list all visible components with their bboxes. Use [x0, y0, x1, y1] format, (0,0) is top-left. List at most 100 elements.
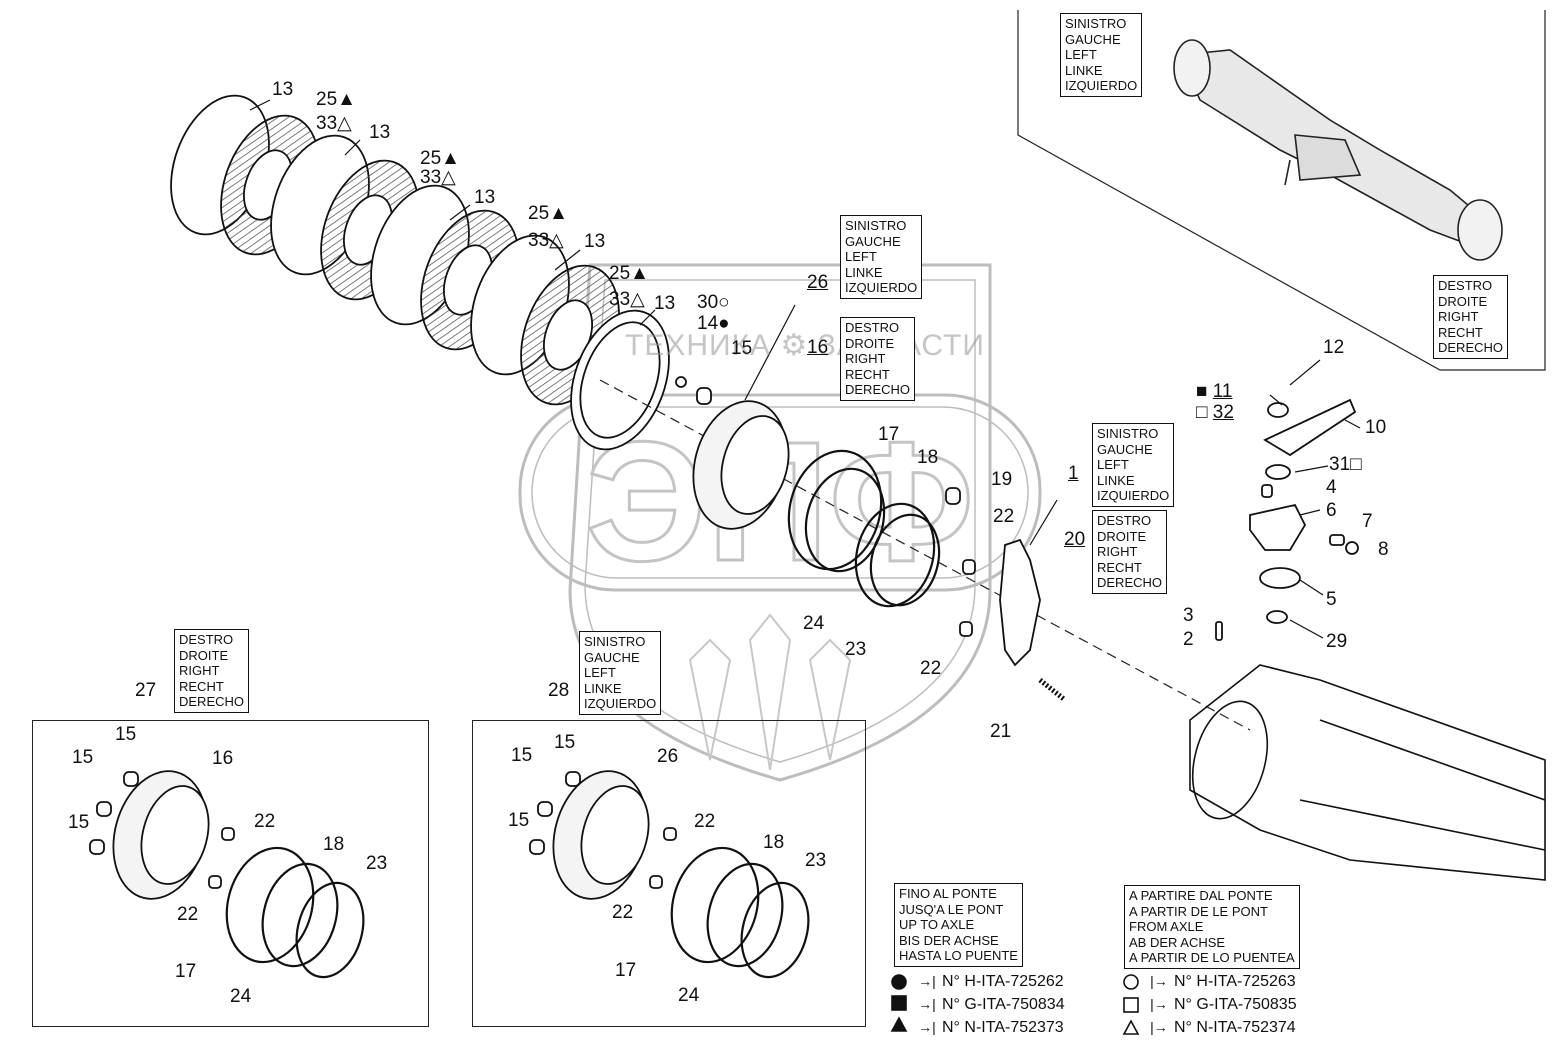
callout-13: 13 — [584, 231, 606, 252]
kit-28-frame — [472, 720, 866, 1027]
callout-24: 24 — [803, 613, 825, 634]
legend-after: |→N° H-ITA-725263 |→N° G-ITA-750835 |→N°… — [1144, 970, 1297, 1039]
lang-de: RECHT — [179, 678, 224, 694]
callout-17: 17 — [615, 960, 637, 981]
callout-16: 16 — [807, 337, 829, 358]
arrow-icon: |→ — [1150, 1019, 1168, 1035]
kit-27-parts — [89, 770, 365, 979]
callout-23: 23 — [366, 853, 388, 874]
callout-17: 17 — [878, 424, 900, 445]
callout-12: 12 — [1323, 337, 1345, 358]
lang-fr: GAUCHE — [1097, 441, 1153, 457]
lang-it: DESTRO — [1097, 513, 1152, 528]
callout-33: 33△ — [609, 289, 645, 310]
lang-de: RECHT — [1097, 559, 1142, 575]
leader-lines — [249, 99, 1361, 639]
legend-row: |→N° N-ITA-752374 — [1144, 1016, 1297, 1039]
lang-fr: DROITE — [179, 647, 229, 663]
axle-inset-frame — [1017, 10, 1546, 371]
side-box-left-26: SINISTRO GAUCHE LEFT LINKE IZQUIERDO — [840, 215, 923, 299]
lang-fr: GAUCHE — [845, 233, 901, 249]
lang-en: RIGHT — [1097, 544, 1138, 560]
callout-4: 4 — [1326, 477, 1337, 498]
callout-7: 7 — [1362, 511, 1373, 532]
legend-text: N° G-ITA-750834 — [942, 996, 1065, 1013]
callout-33: 33△ — [528, 230, 564, 251]
side-box-right-16: DESTRO DROITE RIGHT RECHT DERECHO — [840, 317, 916, 401]
callout-15: 15 — [511, 745, 533, 766]
arrow-icon: →| — [918, 996, 936, 1012]
legend-text: N° G-ITA-750835 — [1174, 996, 1297, 1013]
note-up-to-axle: FINO AL PONTE JUSQ'A LE PONT UP TO AXLE … — [894, 883, 1023, 967]
note-line: A PARTIR DE LO PUENTEA — [1129, 950, 1295, 966]
lang-de: LINKE — [845, 264, 883, 280]
legend-text: N° N-ITA-752373 — [942, 1019, 1064, 1036]
kit-27-frame — [32, 720, 429, 1027]
note-line: A PARTIRE DAL PONTE — [1129, 888, 1273, 903]
lang-de: RECHT — [1438, 324, 1483, 340]
callout-18: 18 — [763, 832, 785, 853]
legend-row: |→N° H-ITA-725263 — [1144, 970, 1297, 993]
lang-es: DERECHO — [1097, 575, 1163, 591]
callout-30: 30○ — [697, 292, 730, 313]
axle-overview — [1173, 39, 1503, 261]
note-from-axle: A PARTIRE DAL PONTE A PARTIR DE LE PONT … — [1124, 885, 1300, 969]
lang-fr: DROITE — [845, 335, 895, 351]
lang-es: IZQUIERDO — [1097, 488, 1170, 504]
callout-6: 6 — [1326, 500, 1337, 521]
assembly-axis — [599, 379, 1251, 731]
callout-3: 3 — [1183, 605, 1194, 626]
side-box-right-20: DESTRO DROITE RIGHT RECHT DERECHO — [1092, 510, 1168, 594]
lang-es: DERECHO — [845, 382, 911, 398]
piston-hub — [675, 376, 790, 530]
kit-28-parts — [529, 770, 810, 979]
o-rings-center — [787, 449, 941, 608]
side-box-left-axle: SINISTRO GAUCHE LEFT LINKE IZQUIERDO — [1060, 13, 1143, 97]
callout-15: 15 — [554, 732, 576, 753]
legend-row: |→N° G-ITA-750835 — [1144, 993, 1297, 1016]
callout-26: 26 — [807, 272, 829, 293]
arrow-icon: →| — [918, 1019, 936, 1035]
lang-fr: GAUCHE — [1065, 31, 1121, 47]
lang-es: DERECHO — [1438, 340, 1504, 356]
note-line: FINO AL PONTE — [899, 886, 997, 901]
lang-it: DESTRO — [1438, 278, 1493, 293]
callout-13: 13 — [272, 79, 294, 100]
lang-es: IZQUIERDO — [1065, 78, 1138, 94]
callout-22: 22 — [993, 506, 1015, 527]
callout-25: 25▲ — [609, 263, 649, 284]
callout-33: 33△ — [316, 113, 352, 134]
callout-33: 33△ — [420, 167, 456, 188]
callout-24: 24 — [230, 986, 252, 1007]
callout-22: 22 — [694, 811, 716, 832]
callout-1: 1 — [1068, 463, 1079, 484]
callout-18: 18 — [917, 447, 939, 468]
callout-10: 10 — [1365, 417, 1387, 438]
callout-13: 13 — [474, 187, 496, 208]
arrow-icon: →| — [918, 973, 936, 989]
side-box-left-1: SINISTRO GAUCHE LEFT LINKE IZQUIERDO — [1092, 423, 1175, 507]
note-line: FROM AXLE — [1129, 919, 1204, 935]
legend-before: →| N° H-ITA-725262 →| N° G-ITA-750834 →| N°… — [912, 970, 1065, 1039]
legend-text: N° H-ITA-725262 — [942, 973, 1064, 990]
callout-27: 27 — [135, 680, 157, 701]
callout-13: 13 — [654, 293, 676, 314]
lang-en: LEFT — [845, 249, 877, 265]
callout-22: 22 — [612, 902, 634, 923]
side-box-right-axle: DESTRO DROITE RIGHT RECHT DERECHO — [1433, 275, 1509, 359]
callout-25: 25▲ — [528, 203, 568, 224]
arrow-icon: |→ — [1150, 973, 1168, 989]
lang-it: SINISTRO — [1097, 426, 1159, 441]
callout-21: 21 — [990, 721, 1012, 742]
legend-row: →| N° N-ITA-752373 — [912, 1016, 1065, 1039]
callout-29: 29 — [1326, 631, 1348, 652]
legend-square-hollow: □ 32 — [1196, 402, 1234, 423]
callout-11: 11 — [1212, 381, 1233, 402]
callout-28: 28 — [548, 680, 570, 701]
callout-25: 25▲ — [420, 148, 460, 169]
watermark-text: ТЕХНИКА ⚙ ЗАПЧАСТИ — [625, 329, 985, 362]
side-box-left-28: SINISTRO GAUCHE LEFT LINKE IZQUIERDO — [579, 631, 662, 715]
callout-15: 15 — [115, 724, 137, 745]
